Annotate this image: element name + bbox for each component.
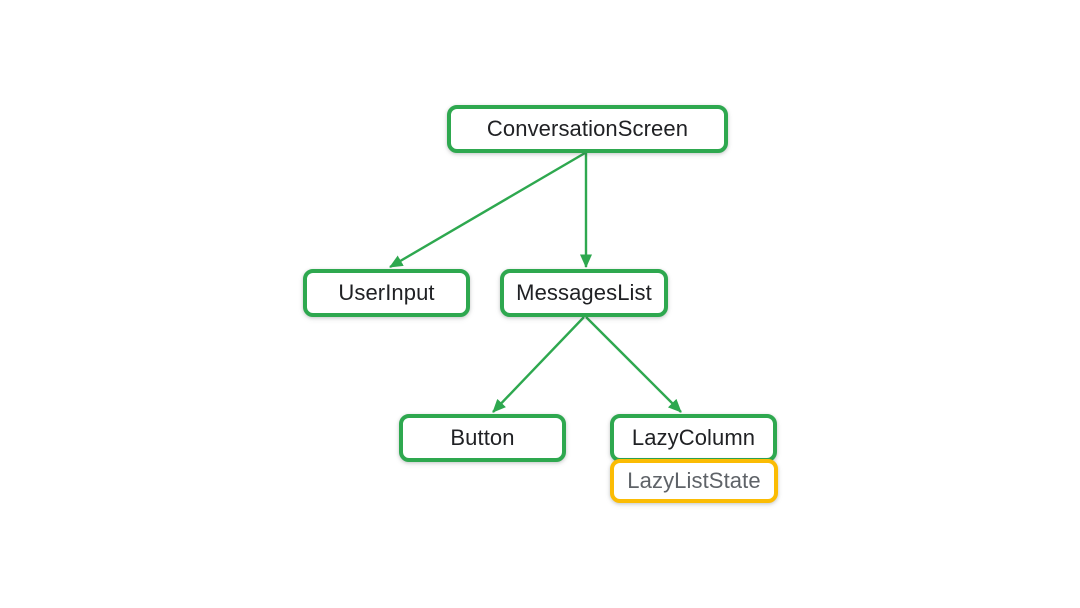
node-user-input[interactable]: UserInput xyxy=(303,269,470,317)
node-label-messages-list: MessagesList xyxy=(516,280,652,305)
edge-messageslist-to-lazycolumn xyxy=(585,316,682,413)
node-messages-list[interactable]: MessagesList xyxy=(500,269,668,317)
node-label-button: Button xyxy=(450,425,515,450)
edge-conversation-to-userinput xyxy=(389,151,586,269)
node-conversation-screen[interactable]: ConversationScreen xyxy=(447,105,728,153)
node-label-conversation-screen: ConversationScreen xyxy=(486,116,689,141)
node-label-lazy-column: LazyColumn xyxy=(631,425,756,450)
node-label-user-input: UserInput xyxy=(338,280,435,305)
node-button[interactable]: Button xyxy=(399,414,566,462)
node-label-lazy-list-state: LazyListState xyxy=(627,468,761,493)
node-lazy-column[interactable]: LazyColumn xyxy=(610,414,777,462)
node-lazy-list-state[interactable]: LazyListState xyxy=(610,459,778,503)
edge-messageslist-to-button xyxy=(492,316,585,413)
